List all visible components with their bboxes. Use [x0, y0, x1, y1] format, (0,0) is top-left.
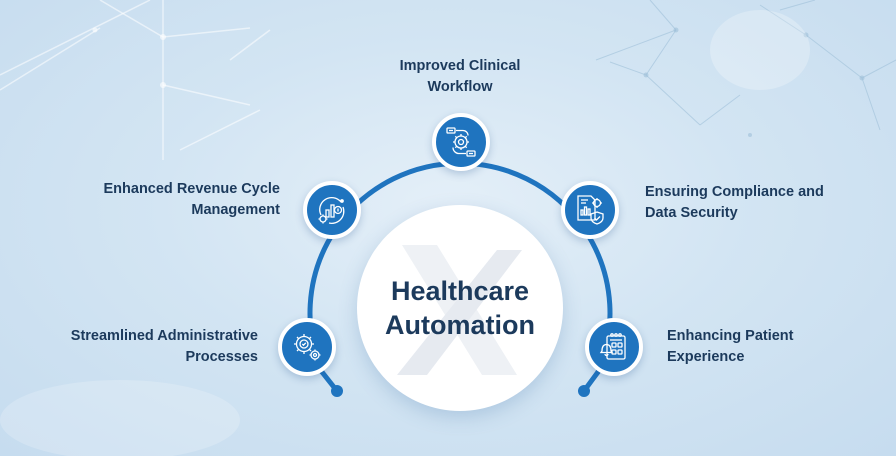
center-title-line1: Healthcare	[390, 276, 530, 306]
label-streamlined-admin: Streamlined Administrative Processes	[70, 328, 258, 365]
label-patient-experience: Enhancing Patient Experience	[667, 328, 794, 365]
node-revenue-cycle	[303, 181, 361, 239]
node-clinical-workflow	[432, 113, 490, 171]
node-patient-experience	[585, 318, 643, 376]
node-streamlined-admin	[278, 318, 336, 376]
calendar-bell-icon	[599, 333, 626, 360]
document-shield-icon	[577, 195, 604, 225]
revenue-chart-cycle-icon	[318, 196, 345, 224]
node-compliance-security	[561, 181, 619, 239]
center-hub: Healthcare Automation	[357, 205, 563, 411]
gears-check-icon	[294, 334, 321, 361]
arc-end-dot-left	[331, 385, 343, 397]
x-logo-watermark	[397, 245, 522, 375]
center-title-line2: Automation	[385, 310, 535, 340]
arc-end-dot-right	[578, 385, 590, 397]
label-revenue-cycle: Enhanced Revenue Cycle Management	[103, 181, 281, 218]
label-compliance-security: Ensuring Compliance and Data Security	[645, 184, 824, 221]
workflow-gear-icon	[446, 127, 476, 157]
label-clinical-workflow: Improved Clinical Workflow	[399, 58, 521, 95]
